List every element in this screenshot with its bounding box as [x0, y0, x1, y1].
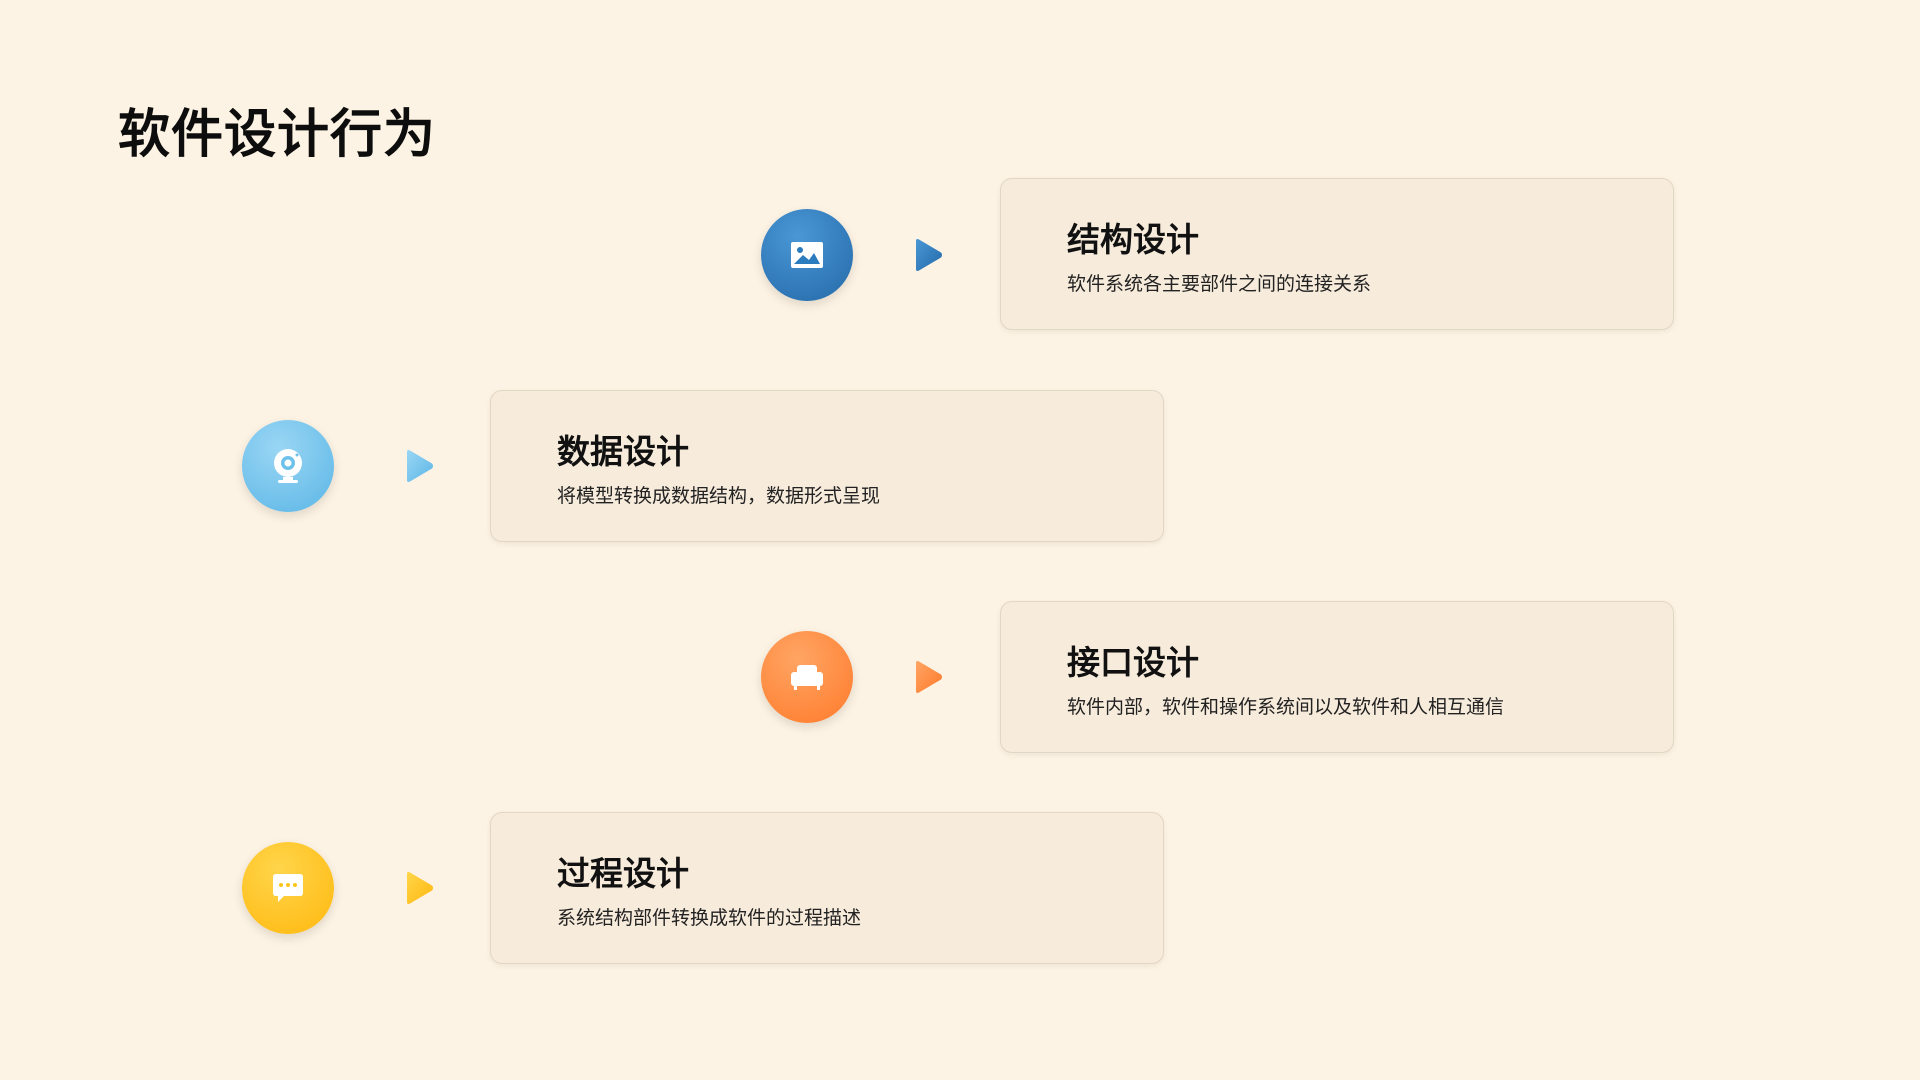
- play-arrow-icon: [912, 237, 944, 273]
- play-arrow-icon: [403, 870, 435, 906]
- card-interface-design: 接口设计 软件内部，软件和操作系统间以及软件和人相互通信: [1000, 601, 1674, 753]
- card-description: 软件内部，软件和操作系统间以及软件和人相互通信: [1067, 696, 1505, 718]
- card-description: 系统结构部件转换成软件的过程描述: [557, 907, 862, 929]
- chat-bubble-icon: [242, 842, 334, 934]
- card-process-design: 过程设计 系统结构部件转换成软件的过程描述: [490, 812, 1164, 964]
- card-data-design: 数据设计 将模型转换成数据结构，数据形式呈现: [490, 390, 1164, 542]
- sofa-icon: [761, 631, 853, 723]
- play-arrow-icon: [912, 659, 944, 695]
- image-icon: [761, 209, 853, 301]
- card-description: 软件系统各主要部件之间的连接关系: [1067, 273, 1372, 295]
- card-description: 将模型转换成数据结构，数据形式呈现: [557, 485, 881, 507]
- page-title: 软件设计行为: [118, 105, 437, 165]
- webcam-icon: [242, 420, 334, 512]
- card-structure-design: 结构设计 软件系统各主要部件之间的连接关系: [1000, 178, 1674, 330]
- card-title: 数据设计: [557, 432, 689, 471]
- card-title: 过程设计: [557, 854, 689, 893]
- play-arrow-icon: [403, 448, 435, 484]
- card-title: 结构设计: [1067, 220, 1199, 259]
- card-title: 接口设计: [1067, 643, 1199, 682]
